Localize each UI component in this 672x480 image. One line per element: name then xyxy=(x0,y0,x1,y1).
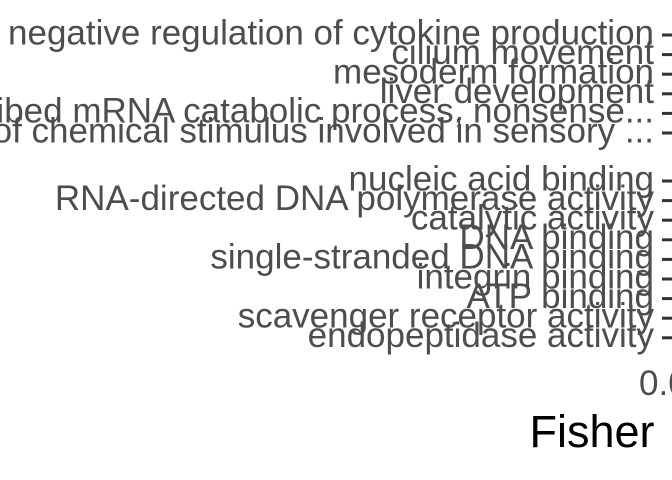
y-axis-labels: negative regulation of cytokine producti… xyxy=(0,13,654,355)
y-axis-label: scavenger receptor activity xyxy=(238,296,655,335)
x-axis-title: Fisher xyxy=(529,406,654,457)
y-axis-ticks xyxy=(662,33,672,340)
y-axis-label: RNA-directed DNA polymerase activity xyxy=(55,179,655,218)
y-axis-label: mesoderm formation xyxy=(333,52,654,91)
y-axis-label: cilium movement xyxy=(391,33,654,72)
y-axis-label: negative regulation of cytokine producti… xyxy=(8,13,654,52)
y-axis-label: catalytic activity xyxy=(411,198,655,237)
y-axis-label: liver development xyxy=(380,72,655,111)
y-axis-label: endopeptidase activity xyxy=(308,316,655,355)
y-axis-label: DNA binding xyxy=(459,218,654,257)
x-axis-tick-labels: 0.0 xyxy=(639,364,672,403)
y-axis-label: detection of chemical stimulus involved … xyxy=(0,111,654,150)
y-axis-label: integrin binding xyxy=(417,257,654,296)
x-axis-tick-label: 0.0 xyxy=(639,364,672,403)
y-axis-label: ATP binding xyxy=(467,277,654,316)
y-axis-label: nucleic acid binding xyxy=(349,159,654,198)
y-axis-label: nuclear-transcribed mRNA catabolic proce… xyxy=(0,92,654,131)
y-axis-label: single-stranded DNA binding xyxy=(210,238,654,277)
